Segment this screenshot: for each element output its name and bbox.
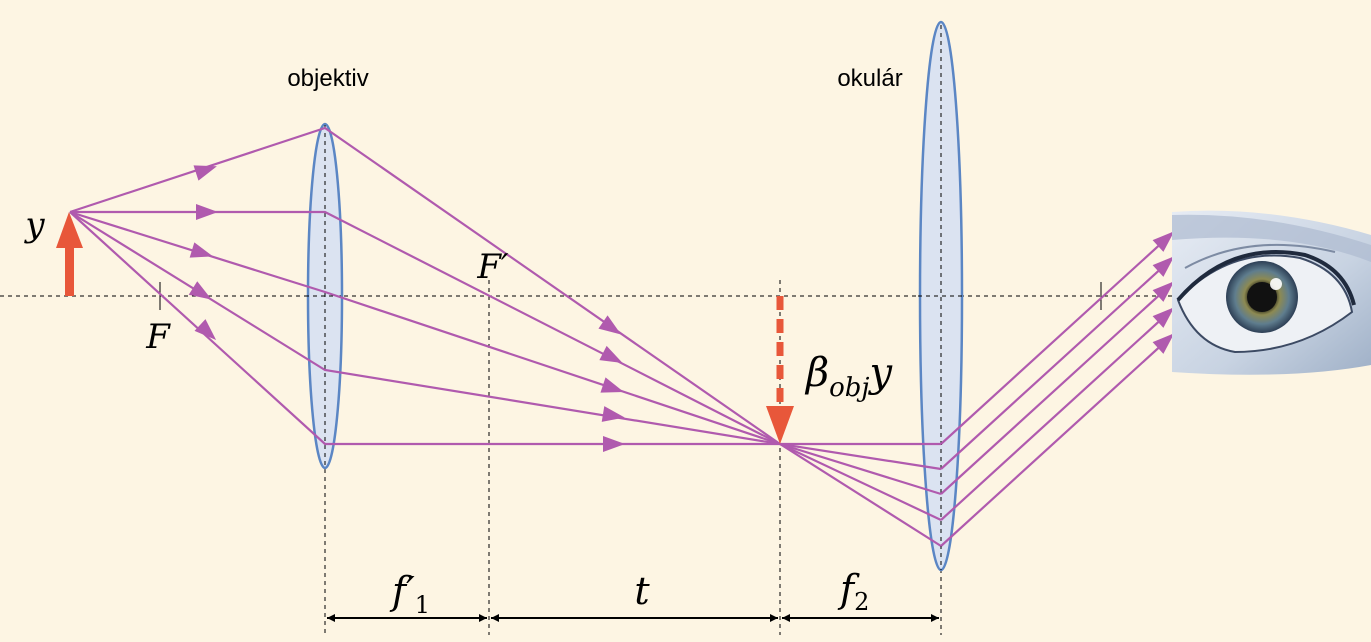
label-image-height: βobjy xyxy=(804,350,893,403)
ray-arrowhead xyxy=(196,204,218,220)
label-dim-f1-main: f′ xyxy=(389,569,415,613)
label-dim-f2: f2 xyxy=(837,567,869,616)
ray-out-1 xyxy=(940,228,1178,445)
eye-brow-shadow xyxy=(1172,214,1371,262)
ray-out-4 xyxy=(940,304,1178,521)
ray-arrowhead xyxy=(598,315,622,335)
eye-crease xyxy=(1184,243,1336,269)
label-dim-f1: f′1 xyxy=(389,569,430,619)
image-arrow-head xyxy=(766,406,794,444)
eye-pupil xyxy=(1247,282,1277,312)
ray-out-5 xyxy=(940,330,1178,547)
ray-arrowhead xyxy=(1152,256,1175,277)
ray-arrowhead xyxy=(193,165,217,181)
ray-arrowhead xyxy=(1152,281,1175,302)
object-arrow xyxy=(56,212,83,296)
label-image-height-sub: obj xyxy=(829,373,869,403)
object-arrow-head xyxy=(56,212,83,248)
eye-icon xyxy=(1172,210,1371,375)
ray-out-3 xyxy=(940,278,1178,495)
ray-arrowhead xyxy=(1152,231,1175,252)
label-image-height-beta: β xyxy=(804,350,829,396)
ray-arrowhead xyxy=(599,345,623,363)
label-dim-f2-sub: 2 xyxy=(854,588,869,616)
ray-arrowhead xyxy=(1152,307,1175,328)
label-focus-back: F′ xyxy=(476,247,509,287)
label-objective: objektiv xyxy=(287,65,368,92)
object-arrow-shaft xyxy=(65,242,74,296)
ray-arrowhead xyxy=(600,377,624,393)
image-arrow xyxy=(766,296,794,444)
label-dim-t: t xyxy=(634,569,650,613)
eye-highlight xyxy=(1270,278,1282,290)
ray-arrowhead xyxy=(603,436,625,452)
label-dim-f1-sub: 1 xyxy=(415,591,430,619)
rays xyxy=(69,126,1178,547)
label-eyepiece: okulár xyxy=(837,65,902,92)
ray-arrowhead xyxy=(194,319,217,341)
label-focus-front: F xyxy=(145,317,171,357)
ray-arrowhead xyxy=(188,281,212,300)
ray-out-2 xyxy=(940,253,1178,470)
ray-arrowheads xyxy=(188,165,1175,452)
label-image-height-y: y xyxy=(867,350,893,396)
ray-arrowhead xyxy=(189,242,214,258)
ray-arrowhead xyxy=(1152,333,1175,354)
eye-lid-upper xyxy=(1176,250,1356,306)
label-object-height: y xyxy=(23,205,45,245)
ray-arrowhead xyxy=(601,406,625,422)
